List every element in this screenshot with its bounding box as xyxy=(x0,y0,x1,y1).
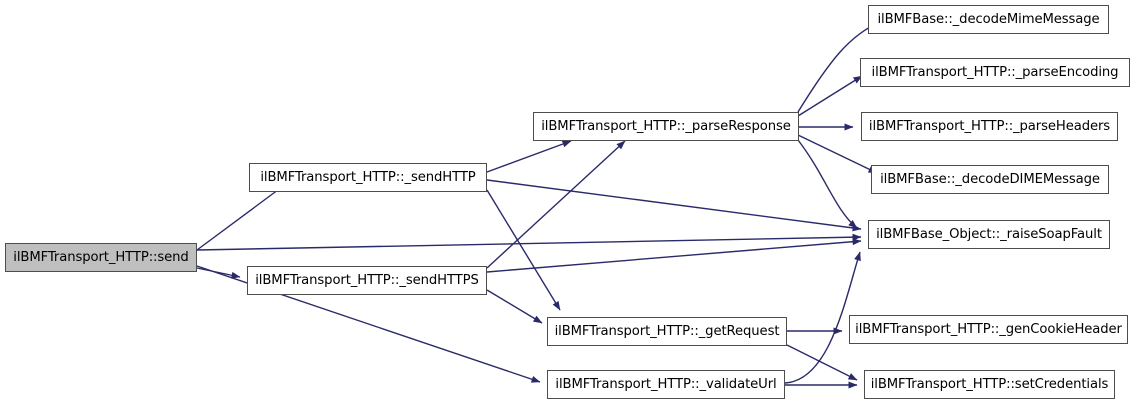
node-label-genCookieHeader: ilBMFTransport_HTTP::_genCookieHeader xyxy=(855,321,1122,337)
node-label-decodeMimeMessage: ilBMFBase::_decodeMimeMessage xyxy=(877,11,1100,27)
node-label-send: ilBMFTransport_HTTP::send xyxy=(13,249,189,265)
edge-sendHTTP-to-raiseSoapFault xyxy=(486,179,862,232)
node-label-parseResponse: ilBMFTransport_HTTP::_parseResponse xyxy=(541,118,791,134)
node-label-sendHTTP: ilBMFTransport_HTTP::_sendHTTP xyxy=(260,169,476,185)
node-sendHTTPS[interactable]: ilBMFTransport_HTTP::_sendHTTPS xyxy=(247,266,487,295)
edge-sendHTTPS-to-parseResponse xyxy=(486,140,626,269)
node-setCredentials[interactable]: ilBMFTransport_HTTP::setCredentials xyxy=(864,370,1115,399)
node-label-decodeDIMEMessage: ilBMFBase::_decodeDIMEMessage xyxy=(880,171,1100,187)
node-parseEncoding[interactable]: ilBMFTransport_HTTP::_parseEncoding xyxy=(860,58,1130,87)
node-label-setCredentials: ilBMFTransport_HTTP::setCredentials xyxy=(870,376,1109,392)
edge-validateUrl-to-raiseSoapFault xyxy=(784,251,861,384)
node-label-sendHTTPS: ilBMFTransport_HTTP::_sendHTTPS xyxy=(255,272,479,288)
node-raiseSoapFault[interactable]: ilBMFBase_Object::_raiseSoapFault xyxy=(868,220,1110,249)
node-label-raiseSoapFault: ilBMFBase_Object::_raiseSoapFault xyxy=(876,226,1102,242)
node-sendHTTP[interactable]: ilBMFTransport_HTTP::_sendHTTP xyxy=(249,163,487,192)
node-getRequest[interactable]: ilBMFTransport_HTTP::_getRequest xyxy=(547,317,787,346)
node-parseHeaders[interactable]: ilBMFTransport_HTTP::_parseHeaders xyxy=(861,112,1118,141)
node-label-getRequest: ilBMFTransport_HTTP::_getRequest xyxy=(554,323,780,339)
edge-send-to-sendHTTPS xyxy=(196,267,241,279)
edge-sendHTTPS-to-raiseSoapFault xyxy=(486,238,862,273)
node-label-parseEncoding: ilBMFTransport_HTTP::_parseEncoding xyxy=(871,64,1119,80)
node-send[interactable]: ilBMFTransport_HTTP::send xyxy=(5,243,197,272)
edge-send-to-raiseSoapFault xyxy=(196,233,862,251)
edge-sendHTTPS-to-getRequest xyxy=(486,289,543,324)
edge-getRequest-to-setCredentials xyxy=(786,344,858,381)
edge-parseResponse-to-decodeDIMEMessage xyxy=(797,134,878,174)
edge-parseResponse-to-raiseSoapFault xyxy=(797,139,858,229)
node-label-parseHeaders: ilBMFTransport_HTTP::_parseHeaders xyxy=(868,118,1111,134)
edge-parseResponse-to-parseEncoding xyxy=(797,75,863,117)
node-decodeMimeMessage[interactable]: ilBMFBase::_decodeMimeMessage xyxy=(868,5,1109,34)
node-label-validateUrl: ilBMFTransport_HTTP::_validateUrl xyxy=(555,376,777,392)
node-decodeDIMEMessage[interactable]: ilBMFBase::_decodeDIMEMessage xyxy=(871,165,1109,194)
edge-sendHTTP-to-parseResponse xyxy=(486,140,572,173)
node-genCookieHeader[interactable]: ilBMFTransport_HTTP::_genCookieHeader xyxy=(849,315,1128,344)
edge-sendHTTP-to-getRequest xyxy=(486,189,561,311)
node-validateUrl[interactable]: ilBMFTransport_HTTP::_validateUrl xyxy=(547,370,785,399)
node-parseResponse[interactable]: ilBMFTransport_HTTP::_parseResponse xyxy=(533,112,799,141)
